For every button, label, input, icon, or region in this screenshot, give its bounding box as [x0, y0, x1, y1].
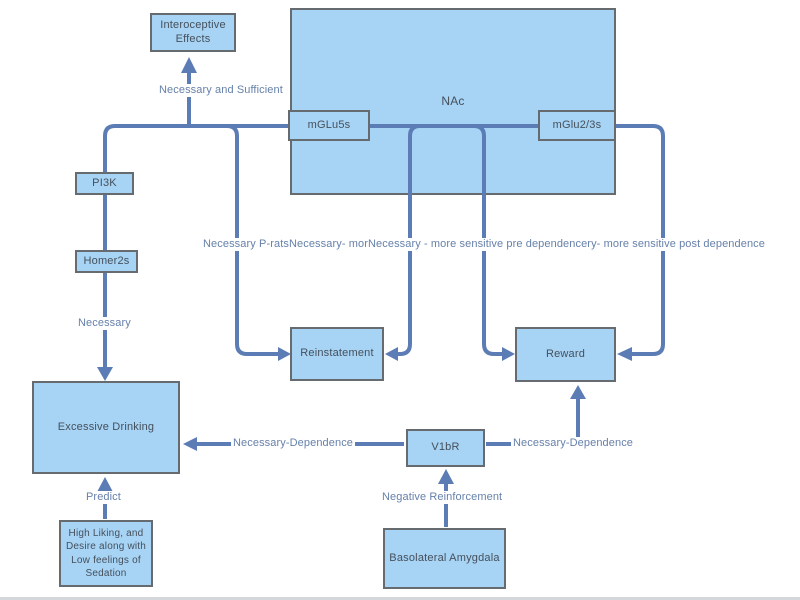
node-interoceptive-effects[interactable]: Interoceptive Effects — [150, 13, 236, 52]
node-reward[interactable]: Reward — [515, 327, 616, 382]
node-v1br[interactable]: V1bR — [406, 429, 485, 467]
arrowhead-interoceptive — [181, 57, 197, 73]
node-homer2s[interactable]: Homer2s — [75, 250, 138, 273]
node-label: Effects — [175, 32, 211, 45]
arrowhead-reward-right — [617, 347, 632, 361]
edge-label-necessary-post-dependence: y- more sensitive post dependence — [591, 238, 765, 250]
edge-label-necessary-dependence-left: Necessary-Dependence — [231, 437, 356, 450]
connector-reward-left — [473, 124, 502, 356]
edge-label-necessary-pre-dependence: Necessary - more sensitive pre dependenc… — [367, 238, 592, 250]
node-high-liking[interactable]: High Liking, and Desire along with Low f… — [59, 520, 153, 587]
node-label: Desire along with — [65, 541, 147, 552]
node-label: Homer2s — [83, 254, 130, 267]
node-label: Reinstatement — [300, 347, 374, 360]
node-label: V1bR — [431, 441, 460, 454]
arrowhead-v1br-bottom — [438, 469, 454, 484]
arrowhead-excessive-bottom — [97, 477, 113, 492]
edge-label-necessary-and-sufficient: Necessary and Sufficient — [157, 84, 285, 97]
node-label: NAc — [441, 94, 465, 108]
node-basolateral-amygdala[interactable]: Basolateral Amygdala — [383, 528, 506, 589]
node-label: Excessive Drinking — [57, 420, 155, 433]
node-nac[interactable]: NAc — [290, 8, 616, 195]
edge-label-overlapping-strip: Necessary P-ratsNecessary- morNecessary … — [203, 238, 765, 251]
arrowhead-excessive-top — [97, 367, 113, 381]
node-mglu5s[interactable]: mGLu5s — [288, 110, 370, 141]
node-reinstatement[interactable]: Reinstatement — [290, 327, 384, 381]
node-excessive-drinking[interactable]: Excessive Drinking — [32, 381, 180, 474]
arrowhead-reward-bottom — [570, 385, 586, 399]
edge-label-predict: Predict — [84, 491, 123, 504]
node-pi3k[interactable]: PI3K — [75, 172, 134, 195]
edge-label-necessary-dependence-right: Necessary-Dependence — [511, 437, 636, 450]
node-label: Basolateral Amygdala — [389, 551, 500, 564]
arrowhead-reward-left — [502, 347, 515, 361]
node-label: Low feelings of — [71, 554, 141, 566]
node-label: mGLu5s — [307, 118, 351, 131]
node-label: Reward — [545, 347, 586, 360]
edge-label-negative-reinforcement: Negative Reinforcement — [380, 491, 505, 504]
edge-label-necessary: Necessary — [76, 317, 133, 330]
node-label: Interoceptive — [160, 18, 226, 31]
node-label: Sedation — [85, 568, 127, 579]
edge-label-necessary-p-rats: Necessary P-rats — [203, 238, 289, 250]
edge-label-necessary-mor: Necessary- mor — [288, 238, 368, 250]
connector-reinstatement-right — [398, 124, 421, 356]
arrowhead-reinstatement-left — [278, 347, 291, 361]
connector-reinstatement-left — [226, 124, 278, 356]
node-label: PI3K — [92, 176, 117, 189]
node-label: High Liking, and — [68, 527, 144, 539]
arrowhead-reinstatement-right — [385, 347, 398, 361]
connector-main-rail — [103, 124, 665, 356]
node-label: mGlu2/3s — [552, 118, 602, 131]
arrowhead-excessive-right — [183, 437, 197, 451]
node-mglu23s[interactable]: mGlu2/3s — [538, 110, 616, 141]
